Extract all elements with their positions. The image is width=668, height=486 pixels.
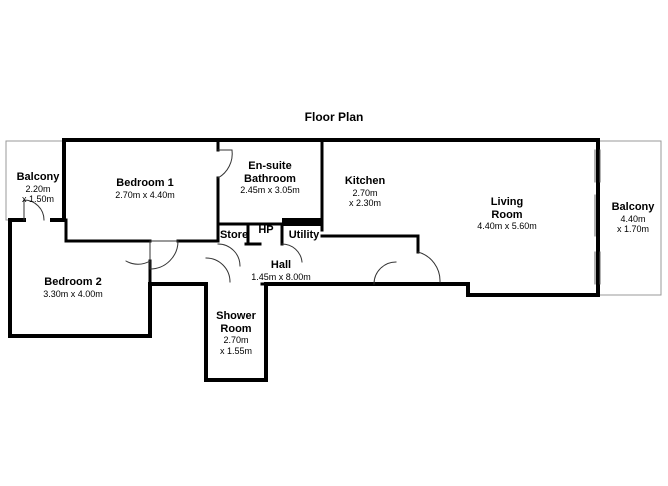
ensuite-label: En-suite Bathroom 2.45m x 3.05m: [230, 160, 310, 196]
room-dim: 3.30m x 4.00m: [43, 288, 103, 299]
room-name: En-suite: [248, 160, 292, 172]
room-name: Room: [220, 322, 252, 335]
bedroom1-label: Bedroom 1 2.70m x 4.40m: [100, 177, 190, 200]
room-dim: x 1.50m: [21, 193, 54, 204]
room-dim: 2.70m: [223, 335, 249, 346]
room-name: Balcony: [611, 201, 655, 213]
balcony-right-outline: [597, 140, 662, 296]
room-dim: x 1.55m: [219, 345, 252, 356]
living-room-label: Living Room 4.40m x 5.60m: [472, 196, 542, 232]
room-dim: 2.70m: [352, 187, 378, 198]
shower-room-label: Shower Room 2.70m x 1.55m: [208, 310, 264, 356]
hall-label: Hall 1.45m x 8.00m: [246, 259, 316, 282]
room-dim: 1.45m x 8.00m: [251, 271, 311, 282]
room-name: Shower: [216, 310, 256, 322]
interior-walls: [64, 139, 420, 382]
bedroom2-label: Bedroom 2 3.30m x 4.00m: [28, 276, 118, 299]
utility-label: Utility: [288, 229, 320, 241]
room-name: Balcony: [16, 171, 60, 183]
store-label: Store: [219, 229, 249, 241]
room-dim: x 1.70m: [616, 223, 649, 234]
hp-label: HP: [258, 224, 274, 236]
room-name: Bedroom 1: [116, 177, 174, 189]
room-dim: x 2.30m: [348, 197, 381, 208]
page-title: Floor Plan: [304, 110, 364, 124]
room-name: Bedroom 2: [44, 276, 102, 288]
door-swings: [23, 149, 441, 285]
room-dim: 2.45m x 3.05m: [240, 185, 300, 196]
room-name: Kitchen: [344, 175, 386, 187]
room-name: Bathroom: [244, 172, 296, 185]
room-dim: 4.40m x 5.60m: [477, 221, 537, 232]
kitchen-label: Kitchen 2.70m x 2.30m: [336, 175, 394, 208]
room-dim: 2.20m: [25, 183, 51, 194]
balcony-right-label: Balcony 4.40m x 1.70m: [602, 201, 664, 234]
room-name: Hall: [270, 259, 292, 271]
room-name: Room: [491, 208, 523, 221]
utility-dark-wall: [282, 218, 322, 226]
room-dim: 4.40m: [620, 213, 646, 224]
balcony-left-label: Balcony 2.20m x 1.50m: [10, 171, 66, 204]
room-name: Living: [490, 196, 524, 208]
windows: [594, 149, 601, 285]
room-dim: 2.70m x 4.40m: [115, 189, 175, 200]
